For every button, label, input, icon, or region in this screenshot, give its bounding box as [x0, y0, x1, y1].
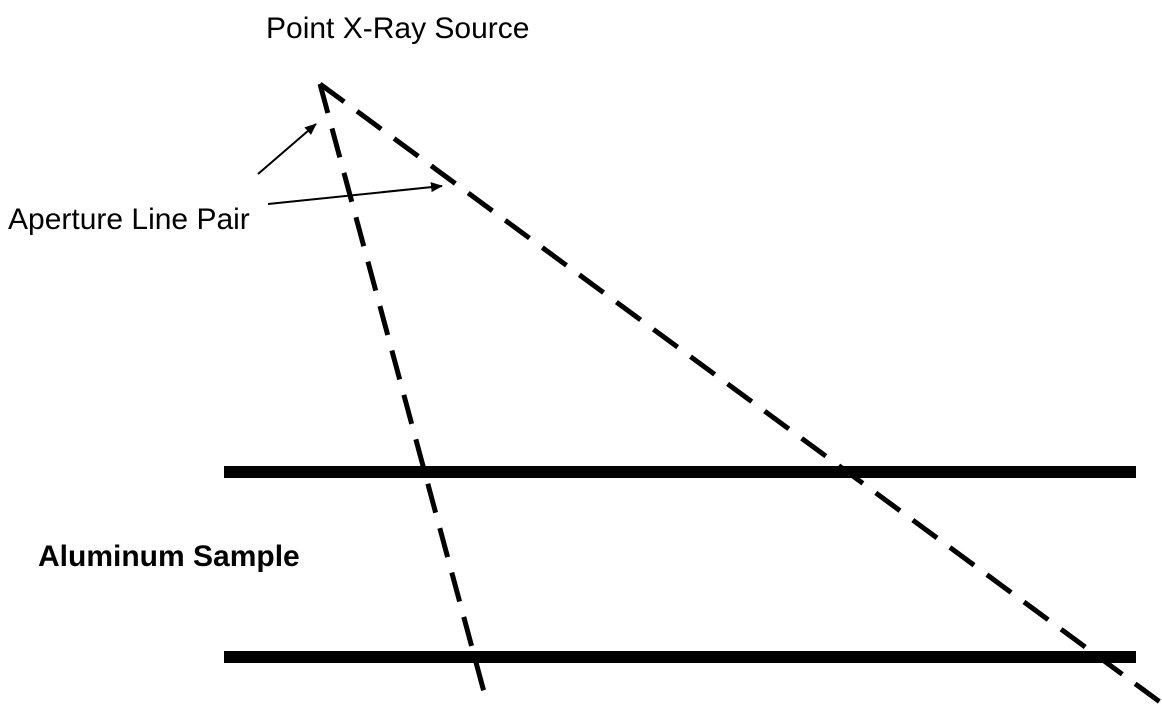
aperture-label: Aperture Line Pair [8, 203, 250, 236]
left-beam-line [317, 83, 487, 693]
aperture-pointer-arrow-right [267, 182, 443, 205]
source-label: Point X-Ray Source [266, 12, 530, 45]
aperture-pointer-arrow-left [257, 123, 317, 175]
right-beam-line [318, 81, 1162, 705]
sample-label: Aluminum Sample [38, 540, 300, 573]
